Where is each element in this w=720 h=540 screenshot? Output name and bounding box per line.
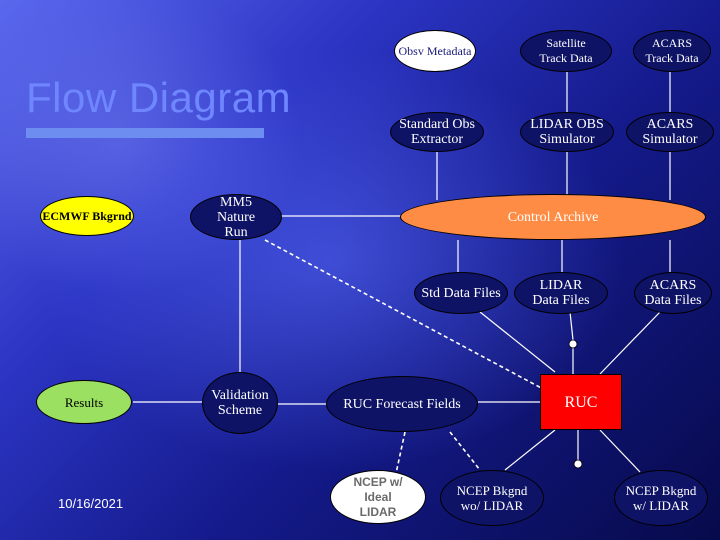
node-lidar-data-files-label: LIDAR Data Files xyxy=(532,278,590,308)
title-underline xyxy=(26,128,264,138)
node-ncep-bkgnd-wo-lidar: NCEP Bkgnd wo/ LIDAR xyxy=(440,470,544,526)
node-results: Results xyxy=(36,380,132,424)
node-ruc: RUC xyxy=(540,374,622,430)
node-ruc-forecast-fields: RUC Forecast Fields xyxy=(326,376,478,432)
node-std-data-files-label: Std Data Files xyxy=(421,285,501,301)
link-mm5-to-ruc-dashed xyxy=(264,239,546,391)
node-lidar-obs-simulator-label: LIDAR OBS Simulator xyxy=(530,117,604,147)
node-mm5-nature-run-label: MM5 Nature Run xyxy=(216,194,256,240)
node-ncep-ideal-lidar: NCEP w/ Ideal LIDAR xyxy=(330,470,426,524)
node-acars-track-data: ACARS Track Data xyxy=(633,30,711,72)
link-ruc-to-ncep-w xyxy=(599,429,641,473)
node-std-data-files: Std Data Files xyxy=(414,272,508,314)
node-ruc-forecast-fields-label: RUC Forecast Fields xyxy=(343,396,461,412)
node-validation-scheme: Validation Scheme xyxy=(202,372,278,434)
link-forecast-to-ncep-ideal-dashed xyxy=(394,431,406,479)
node-acars-simulator-label: ACARS Simulator xyxy=(642,117,698,147)
node-lidar-obs-simulator: LIDAR OBS Simulator xyxy=(520,112,614,152)
node-acars-data-files: ACARS Data Files xyxy=(634,272,712,314)
node-satellite-track-data: Satellite Track Data xyxy=(520,30,612,72)
node-validation-scheme-label: Validation Scheme xyxy=(211,388,269,418)
node-satellite-track-data-label: Satellite Track Data xyxy=(539,36,593,65)
node-obsv-metadata-label: Obsv Metadata xyxy=(398,43,472,58)
link-ruc-to-ncep-wo xyxy=(504,429,556,471)
junction-dot-lower xyxy=(573,459,583,469)
node-control-archive-label: Control Archive xyxy=(507,209,599,225)
link-std-files-to-ruc xyxy=(479,311,556,373)
node-standard-obs-extractor-label: Standard Obs Extractor xyxy=(399,117,475,147)
link-lidar-files-to-dot xyxy=(569,311,574,341)
node-ecmwf-bkgrnd: ECMWF Bkgrnd xyxy=(40,196,134,236)
link-forecast-to-ncep-wo-dashed xyxy=(449,431,481,471)
node-control-archive: Control Archive xyxy=(400,194,706,240)
node-standard-obs-extractor: Standard Obs Extractor xyxy=(390,112,484,152)
node-ncep-bkgnd-w-lidar: NCEP Bkgnd w/ LIDAR xyxy=(614,470,708,526)
junction-dot-upper xyxy=(568,339,578,349)
node-mm5-nature-run: MM5 Nature Run xyxy=(190,194,282,240)
node-acars-data-files-label: ACARS Data Files xyxy=(644,278,702,308)
node-results-label: Results xyxy=(64,394,104,410)
node-ncep-bkgnd-w-lidar-label: NCEP Bkgnd w/ LIDAR xyxy=(625,483,697,513)
node-lidar-data-files: LIDAR Data Files xyxy=(514,272,608,314)
slide-title: Flow Diagram xyxy=(26,74,292,121)
node-acars-simulator: ACARS Simulator xyxy=(626,112,714,152)
node-acars-track-data-label: ACARS Track Data xyxy=(645,36,699,65)
node-ncep-ideal-lidar-label: NCEP w/ Ideal LIDAR xyxy=(353,474,403,519)
link-acars-files-to-ruc xyxy=(599,311,661,375)
slide-date: 10/16/2021 xyxy=(58,496,124,511)
node-obsv-metadata: Obsv Metadata xyxy=(394,30,476,72)
node-ncep-bkgnd-wo-lidar-label: NCEP Bkgnd wo/ LIDAR xyxy=(456,483,528,513)
node-ecmwf-bkgrnd-label: ECMWF Bkgrnd xyxy=(42,208,132,223)
node-ruc-label: RUC xyxy=(564,393,598,411)
